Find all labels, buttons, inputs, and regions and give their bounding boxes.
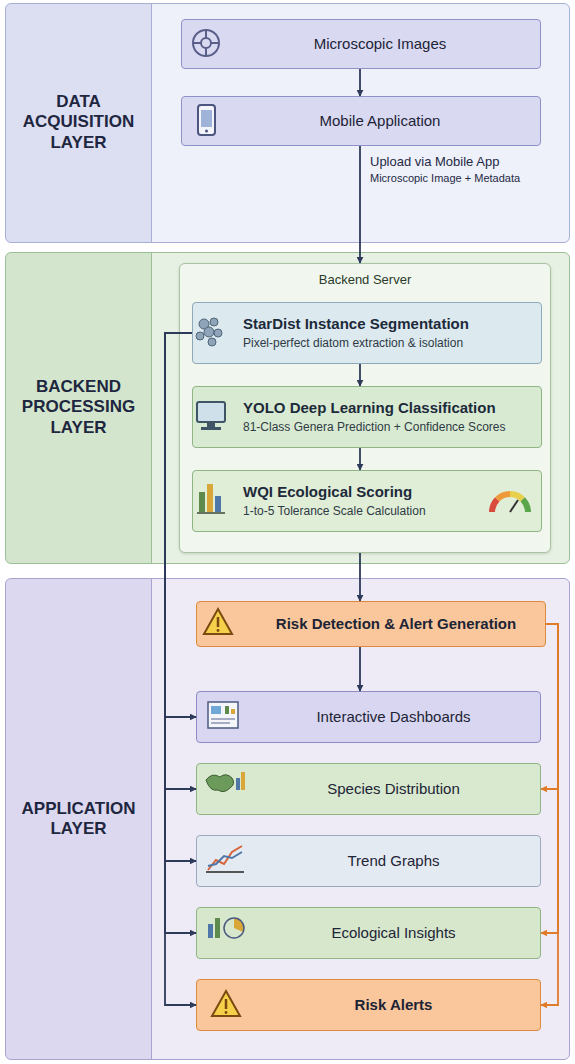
- map-icon: [206, 772, 245, 792]
- server-box: StarDist Instance SegmentationPixel-perf…: [179, 263, 551, 553]
- box-subtitle: Pixel-perfect diatom extraction & isolat…: [243, 336, 463, 350]
- box-title: WQI Ecological Scoring: [243, 483, 412, 501]
- box-label: Trend Graphs: [348, 852, 440, 870]
- computer-icon: [197, 402, 225, 430]
- alert-connector: [541, 624, 558, 933]
- box-title: StarDist Instance Segmentation: [243, 315, 469, 333]
- box-label: Risk Detection & Alert Generation: [276, 615, 516, 633]
- box-title: YOLO Deep Learning Classification: [243, 399, 496, 417]
- flow-arrow: [165, 333, 196, 1005]
- bar-chart-icon: [197, 484, 225, 513]
- warning-icon: [204, 609, 232, 634]
- layer-band: Risk Detection & Alert GenerationInterac…: [5, 578, 570, 1060]
- box-label: Risk Alerts: [355, 996, 433, 1014]
- gauge-icon: [492, 494, 528, 512]
- edge-label: Upload via Mobile App: [370, 154, 499, 169]
- output-box: Ecological Insights: [196, 907, 541, 959]
- flow-arrow: [359, 553, 361, 601]
- flow-arrow: [359, 448, 361, 470]
- process-box: StarDist Instance SegmentationPixel-perf…: [192, 302, 542, 364]
- layer-label: BACKEND PROCESSING LAYER: [10, 377, 147, 438]
- layer-label: DATA ACQUISITION LAYER: [10, 92, 147, 153]
- process-box: Microscopic Images: [181, 19, 541, 69]
- note-label: Microscopic Image + Metadata: [370, 172, 520, 184]
- box-label: Ecological Insights: [331, 924, 455, 942]
- box-subtitle: 1-to-5 Tolerance Scale Calculation: [243, 504, 426, 518]
- trend-icon: [206, 846, 244, 872]
- box-label: Species Distribution: [327, 780, 460, 798]
- warning-icon: [212, 991, 240, 1016]
- flow-arrow: [359, 69, 361, 96]
- process-box: Mobile Application: [181, 96, 541, 146]
- phone-icon: [198, 105, 215, 135]
- layer-band: StarDist Instance SegmentationPixel-perf…: [5, 252, 570, 564]
- flow-arrow: [165, 333, 196, 789]
- layer-band: Microscopic ImagesMobile Application DATA…: [5, 3, 570, 243]
- segmentation-icon: [196, 318, 222, 346]
- process-box: YOLO Deep Learning Classification 81-Clas…: [192, 386, 542, 448]
- alert-connector: [541, 624, 558, 1005]
- alert-box: Risk Detection & Alert Generation: [196, 601, 546, 647]
- flow-arrow: [359, 647, 361, 691]
- flow-arrow: [165, 333, 196, 933]
- box-label: Mobile Application: [320, 112, 441, 130]
- lens-icon: [193, 30, 219, 56]
- output-box: Trend Graphs: [196, 835, 541, 887]
- group-title: Backend Server: [180, 264, 550, 287]
- alert-box: Risk Alerts: [196, 979, 541, 1031]
- output-box: Interactive Dashboards: [196, 691, 541, 743]
- alert-connector: [541, 624, 558, 789]
- box-label: Microscopic Images: [314, 35, 447, 53]
- layer-label: APPLICATION LAYER: [10, 799, 147, 840]
- box-subtitle: 81-Class Genera Prediction + Confidence …: [243, 420, 505, 434]
- flow-arrow: [359, 146, 361, 263]
- dashboard-icon: [208, 702, 238, 728]
- process-box: WQI Ecological Scoring 1-to-5 Tolerance S…: [192, 470, 542, 532]
- flow-arrow: [359, 364, 361, 386]
- flow-arrow: [165, 333, 196, 861]
- box-label: Interactive Dashboards: [316, 708, 470, 726]
- flow-arrow: [165, 333, 196, 717]
- output-box: Species Distribution: [196, 763, 541, 815]
- insights-icon: [208, 918, 244, 938]
